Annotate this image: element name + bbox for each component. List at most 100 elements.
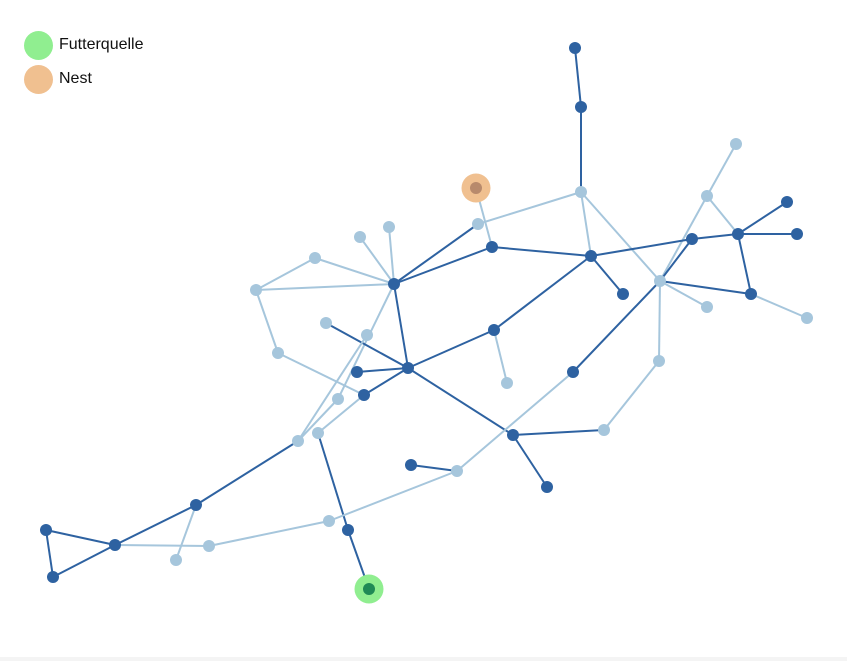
graph-edge: [393, 283, 409, 369]
graph-edge: [393, 223, 479, 285]
graph-edge: [659, 238, 693, 282]
legend-item-food-source: Futterquelle: [24, 28, 144, 62]
graph-node: [732, 228, 744, 240]
graph-node: [701, 190, 713, 202]
graph-node: [575, 186, 587, 198]
graph-edge: [572, 280, 661, 373]
graph-edge: [590, 238, 693, 257]
graph-node: [203, 540, 215, 552]
graph-node: [361, 329, 373, 341]
graph-edge: [363, 367, 409, 396]
graph-edge: [195, 440, 299, 506]
graph-edge: [580, 191, 661, 282]
graph-edge: [659, 280, 708, 308]
graph-node: [170, 554, 182, 566]
graph-node: [488, 324, 500, 336]
graph-edge: [580, 191, 592, 257]
graph-node: [351, 366, 363, 378]
graph-node: [730, 138, 742, 150]
legend: Futterquelle Nest: [24, 28, 144, 96]
graph-node: [320, 317, 332, 329]
graph-edge: [114, 544, 210, 547]
graph-node: [190, 499, 202, 511]
graph-node: [342, 524, 354, 536]
graph-edge: [706, 143, 737, 197]
graph-edge: [659, 195, 708, 282]
graph-node: [388, 278, 400, 290]
nest-swatch: [24, 64, 53, 94]
graph-node: [686, 233, 698, 245]
graph-edge: [277, 352, 365, 396]
graph-node: [309, 252, 321, 264]
graph-node: [363, 583, 375, 595]
graph-node: [486, 241, 498, 253]
edges-layer: [45, 47, 808, 590]
graph-edge: [456, 371, 574, 472]
graph-edge: [52, 544, 116, 578]
graph-node: [47, 571, 59, 583]
graph-edge: [297, 398, 339, 442]
graph-edge: [706, 195, 739, 235]
legend-label: Nest: [59, 70, 92, 87]
graph-node: [332, 393, 344, 405]
graph-edge: [45, 529, 116, 546]
graph-node: [272, 347, 284, 359]
graph-edge: [407, 329, 495, 369]
graph-edge: [325, 322, 409, 369]
graph-edge: [297, 334, 368, 442]
graph-node: [501, 377, 513, 389]
graph-edge: [493, 329, 508, 384]
graph-node: [323, 515, 335, 527]
graph-edge: [658, 280, 661, 362]
graph-edge: [359, 236, 395, 285]
graph-node: [383, 221, 395, 233]
graph-node: [402, 362, 414, 374]
graph-node: [470, 182, 482, 194]
graph-edge: [491, 246, 592, 257]
graph-node: [745, 288, 757, 300]
legend-item-nest: Nest: [24, 62, 144, 96]
graph-edge: [317, 394, 365, 434]
graph-edge: [603, 360, 660, 431]
graph-edge: [317, 432, 349, 531]
graph-edge: [255, 283, 395, 291]
graph-node: [617, 288, 629, 300]
graph-node: [585, 250, 597, 262]
graph-node: [358, 389, 370, 401]
graph-edge: [737, 233, 752, 295]
graph-edge: [493, 255, 592, 331]
graph-node: [653, 355, 665, 367]
graph-node: [292, 435, 304, 447]
graph-edge: [255, 257, 316, 291]
graph-node: [781, 196, 793, 208]
graph-node: [40, 524, 52, 536]
graph-edge: [477, 191, 582, 225]
graph-edge: [691, 233, 739, 240]
graph-node: [791, 228, 803, 240]
graph-edge: [512, 434, 548, 488]
graph-node: [575, 101, 587, 113]
graph-edge: [737, 201, 788, 235]
bottom-bar: [0, 657, 847, 661]
graph-edge: [114, 504, 197, 546]
graph-node: [598, 424, 610, 436]
graph-edge: [337, 283, 395, 400]
graph-edge: [410, 464, 458, 472]
graph-edge: [407, 367, 514, 436]
graph-node: [507, 429, 519, 441]
food-source-swatch: [24, 30, 53, 60]
legend-label: Futterquelle: [59, 36, 144, 53]
graph-node: [405, 459, 417, 471]
graph-node: [250, 284, 262, 296]
graph-edge: [750, 293, 808, 319]
graph-node: [569, 42, 581, 54]
graph-node: [654, 275, 666, 287]
graph-edge: [175, 504, 197, 561]
graph-node: [472, 218, 484, 230]
graph-node: [312, 427, 324, 439]
graph-node: [451, 465, 463, 477]
graph-edge: [388, 226, 395, 285]
graph-node: [541, 481, 553, 493]
graph-node: [801, 312, 813, 324]
